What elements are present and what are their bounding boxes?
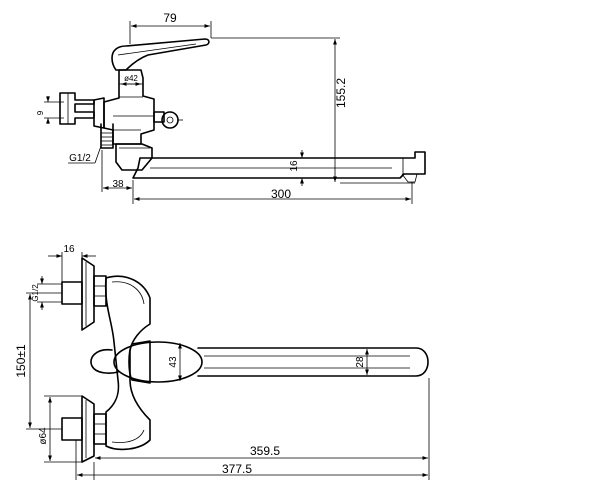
dim-label: ø64 — [38, 427, 49, 445]
dim-inlet: 38 — [101, 150, 134, 204]
upper-connector — [61, 257, 107, 331]
dim-spout-width: 28 — [355, 349, 369, 375]
dim-label: 155.2 — [334, 78, 348, 108]
dim-spout: 16 — [289, 150, 304, 186]
lower-connector — [61, 395, 107, 463]
dim-reach: 359.5 — [93, 378, 430, 480]
dim-label: 359.5 — [250, 444, 280, 458]
dim-label: G1/2 — [69, 153, 91, 164]
side-elevation-view: 79 ø42 155.2 9 G1/2 — [36, 11, 426, 204]
dim-label: 28 — [355, 356, 366, 368]
dim-label: 9 — [36, 110, 45, 115]
spout — [132, 151, 426, 183]
dim-body-diameter: ø42 — [121, 74, 141, 86]
dim-spout-length: 300 — [134, 182, 413, 204]
dim-label: 150±1 — [14, 344, 28, 378]
dim-label: 43 — [168, 356, 179, 368]
dim-body: 43 — [168, 343, 182, 381]
dim-label: 38 — [112, 179, 124, 190]
dim-nut: 16 — [48, 244, 96, 282]
dim-side: 9 — [36, 96, 64, 124]
dim-label: 300 — [271, 187, 291, 201]
dim-overall: 377.5 — [75, 440, 428, 480]
spout-front — [90, 340, 429, 384]
dim-label: 79 — [163, 11, 177, 25]
spout-collar — [115, 143, 153, 171]
dim-thread: G1/2 — [68, 145, 102, 164]
dim-label: 377.5 — [222, 462, 252, 476]
dim-label: 16 — [289, 160, 300, 172]
front-view: 16 G1/2 150±1 ø64 43 — [14, 244, 430, 480]
dim-label: 16 — [63, 244, 75, 255]
dim-label: ø42 — [124, 74, 138, 83]
inlet-pipe — [100, 123, 114, 149]
dim-centers: 150±1 — [14, 292, 62, 430]
dim-height: 155.2 — [211, 37, 415, 184]
mixer-body — [104, 275, 151, 451]
wall-flange — [59, 92, 105, 129]
lever-handle — [111, 38, 210, 71]
diverter-knob — [153, 111, 183, 129]
dim-handle-width: 79 — [129, 11, 212, 44]
